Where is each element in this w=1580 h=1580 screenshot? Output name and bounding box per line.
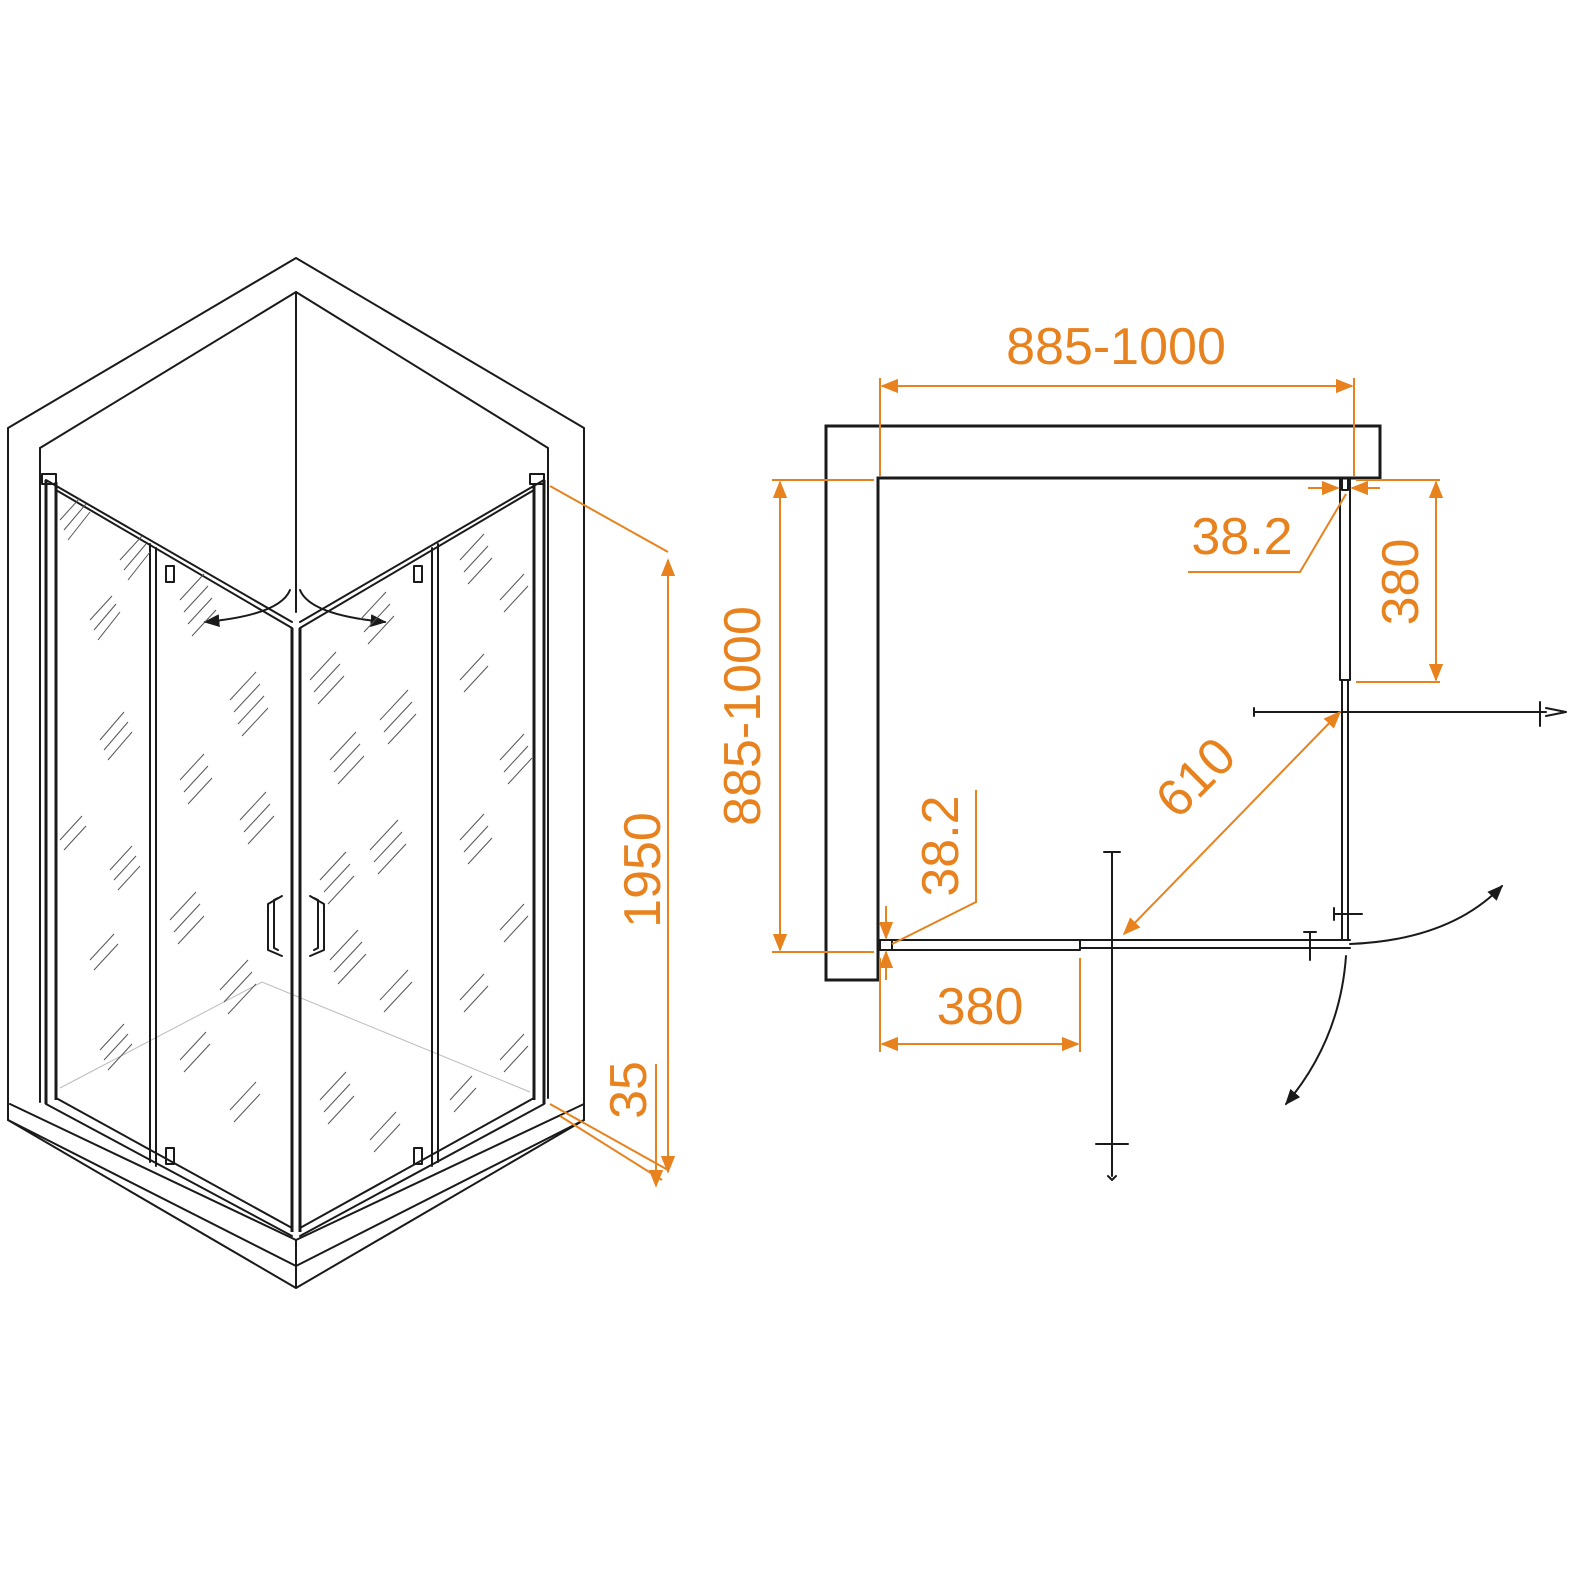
plan-right-fixed-panel bbox=[1339, 477, 1351, 681]
floor-line bbox=[59, 981, 531, 1093]
hinge-icon bbox=[413, 565, 423, 583]
plan-wall bbox=[824, 424, 1382, 982]
door-swing-arrow-left bbox=[203, 589, 291, 628]
dim-profile-top-leader bbox=[1188, 493, 1347, 573]
door-swing-arc-right bbox=[1349, 884, 1504, 945]
hinge-icon bbox=[165, 1147, 175, 1165]
plan-hinge-bottom bbox=[1303, 931, 1317, 961]
plan-handle-vertical bbox=[1095, 851, 1129, 1181]
top-rail-right bbox=[299, 479, 545, 629]
top-rail-left bbox=[45, 479, 293, 629]
glass-texture bbox=[59, 497, 533, 1153]
plan-handle-horizontal bbox=[1253, 701, 1567, 727]
dim-ext-mid bbox=[549, 1103, 669, 1171]
hinge-icon bbox=[165, 565, 175, 583]
plan-profile-top bbox=[1341, 477, 1349, 491]
door-swing-arrow-right bbox=[299, 589, 387, 628]
door-swing-arc-bottom bbox=[1284, 955, 1347, 1106]
plan-profile-left bbox=[879, 939, 893, 951]
left-panel-divider bbox=[149, 543, 157, 1167]
tray-height-dimension-label: 35 bbox=[600, 1061, 658, 1119]
plan-view: 885-1000 885-1000 380 38.2 38.2 380 610 bbox=[714, 318, 1567, 1181]
frame-left-profile bbox=[44, 480, 58, 1104]
profile-left-label: 38.2 bbox=[912, 795, 970, 896]
wall-inner-edge bbox=[39, 291, 549, 1099]
bottom-rail-left bbox=[45, 1097, 293, 1237]
profile-top-label: 38.2 bbox=[1191, 508, 1292, 566]
dim-ext-bottom bbox=[559, 1115, 663, 1181]
fixed-panel-right-label: 380 bbox=[1372, 539, 1430, 626]
frame-right-profile bbox=[532, 480, 546, 1104]
door-handle-right bbox=[309, 895, 325, 957]
plan-bottom-fixed-panel bbox=[877, 939, 1081, 951]
corner-cap bbox=[41, 473, 57, 485]
corner-cap bbox=[529, 473, 545, 485]
height-dimension-label: 1950 bbox=[614, 812, 672, 928]
isometric-view: 1950 35 bbox=[7, 257, 676, 1289]
depth-dimension-label: 885-1000 bbox=[714, 606, 772, 826]
dim-profile-left-leader bbox=[891, 790, 977, 945]
dim-door-diagonal-line bbox=[1122, 710, 1342, 936]
door-corner-post bbox=[290, 628, 302, 1232]
dim-ext-top bbox=[549, 485, 669, 553]
hinge-icon bbox=[413, 1147, 423, 1165]
door-handle-left bbox=[267, 895, 283, 957]
door-dimension-label: 610 bbox=[1145, 727, 1247, 829]
width-dimension-label: 885-1000 bbox=[1006, 318, 1226, 376]
fixed-panel-bottom-label: 380 bbox=[937, 978, 1024, 1036]
right-panel-divider bbox=[431, 543, 439, 1167]
